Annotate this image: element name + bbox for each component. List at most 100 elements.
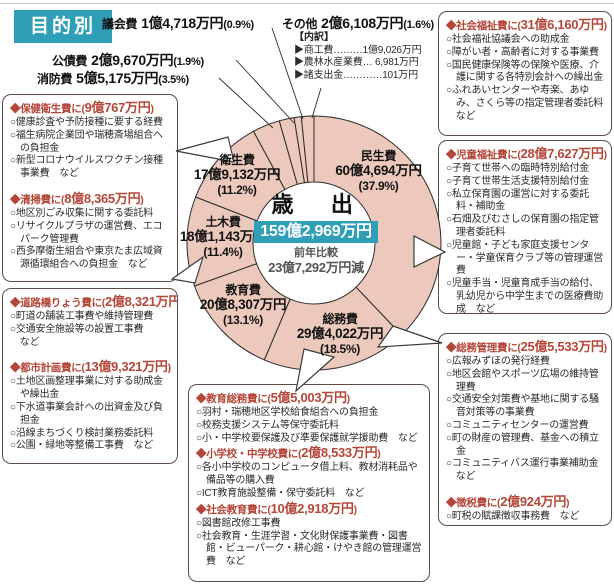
detail-item: ○子育て世帯への臨時特別給付金 <box>446 163 590 174</box>
slice-label-kyoiku: 教育費 20億8,307万円 (13.1%) <box>188 283 298 328</box>
section-header: ◆徴税費に(2億924万円) <box>446 493 570 509</box>
chart-center-delta: 23億7,292万円減 <box>268 260 364 275</box>
detail-item: ○児童手当・児童育成手当の給付、乳幼児から中学生までの医療費助成 など <box>446 278 603 314</box>
detail-item: ○ふれあいセンターや寿楽、あゆみ、さくら等の指定管理者委託料 <box>446 85 603 109</box>
detail-item: ○校務支援システム等保守委託料 <box>196 419 339 431</box>
section-header: ◆社会福祉費に(31億6,160万円) <box>446 17 607 32</box>
section-header: ◆総務管理費に(25億5,533万円) <box>446 339 607 354</box>
slice-percent: (13.1%) <box>223 313 263 327</box>
leader-line-shobohi <box>218 77 274 129</box>
detail-item: ○コミュニティバス運行事業補助金 <box>446 458 599 470</box>
section-header: ◆保健衛生費に(9億767万円) <box>10 100 154 115</box>
detail-item: ○西多摩衛生組合や東京たま広域資源循環組合への負担金 など <box>10 246 163 271</box>
detail-box-hoken-seisou: ◆保健衛生費に(9億767万円) ○健康診査や予防接種に要する経費○福生病院企業団… <box>2 94 178 282</box>
fee-percent: (3.5%) <box>158 74 189 86</box>
chart-center-title: 歳 出 <box>271 192 361 217</box>
section-header: ◆社会教育費に(10億2,918万円) <box>196 500 357 516</box>
pie-slice-8 <box>293 116 309 184</box>
detail-item: ○健康診査や予防接種に要する経費 <box>10 117 163 128</box>
detail-item: ○土地区画整理事業に対する助成金や繰出金 <box>10 376 163 401</box>
page-title: 目的別 <box>14 10 112 43</box>
fee-name: 公債費 <box>52 54 88 68</box>
detail-item: ○リサイクルプラザの運営費、エコパーク管理費 <box>10 220 163 245</box>
detail-item: など <box>446 471 476 483</box>
fee-name: 消防費 <box>37 72 73 86</box>
detail-item: など <box>446 110 476 122</box>
text-line: ▶諸支出金…………101万円 <box>294 70 418 82</box>
detail-item: ○障がい者・高齢者に対する事業費 <box>446 46 599 58</box>
detail-item: ○石畑及びむさしの保育園の指定管理者委託料 <box>446 214 599 238</box>
slice-name: 総務費 <box>322 312 358 326</box>
detail-section: ◆保健衛生費に(9億767万円) ○健康診査や予防接種に要する経費○福生病院企業団… <box>10 100 170 181</box>
fee-name: 議会費 <box>102 17 138 31</box>
slice-amount: 60億4,694万円 <box>335 163 422 178</box>
slice-label-minsei: 民生費 60億4,694万円 (37.9%) <box>316 149 441 194</box>
section-header: ◆道路橋りょう費に(2億8,321万円) <box>10 294 178 309</box>
section-header: ◆教育総務費に(5億5,003万円) <box>196 390 350 405</box>
detail-box-jidofukushi: ◆児童福祉費に(28億7,627万円)○子育て世帯への臨時特別給付金○子育て世帯… <box>438 140 612 314</box>
leader-line-sonota <box>311 87 322 119</box>
detail-section: ◆児童福祉費に(28億7,627万円)○子育て世帯への臨時特別給付金○子育て世帯… <box>446 146 607 314</box>
fee-name: その他 <box>282 17 318 31</box>
fee-value: 2億6,108万円 <box>321 15 404 31</box>
fee-percent: (1.6%) <box>403 19 434 31</box>
detail-section: ◆小学校・中学校費に(2億8,533万円)○各小中学校のコンピュータ借上料、教材… <box>196 445 422 500</box>
detail-section: ◆道路橋りょう費に(2億8,321万円)○町道の舗装工事費や維持管理費○交通安全… <box>10 294 178 349</box>
detail-item: ○沿線まちづくり検討業務委託料 <box>10 427 154 439</box>
section-header: ◆児童福祉費に(28億7,627万円) <box>446 146 607 161</box>
detail-item: ○私立保育園の運営に対する委託料・補助金 <box>446 188 590 213</box>
slice-amount: 20億8,307万円 <box>199 297 287 312</box>
detail-item: ○町の財産の管理費、基金への積立金 <box>446 432 599 457</box>
detail-section: ◆徴税費に(2億924万円)○町税の賦課徴収事務費 など <box>446 494 604 524</box>
detail-box-kyoiku: ◆教育総務費に(5億5,003万円) ○羽村・瑞穂地区学校給食組合への負担金○校務… <box>188 384 430 582</box>
detail-item: ○新型コロナウイルスワクチン接種事業費 など <box>10 155 163 180</box>
slice-name: 教育費 <box>225 283 261 297</box>
detail-item: ○小・中学校要保護及び準要保護就学援助費 など <box>196 432 418 444</box>
slice-amount: 17億9,132万円 <box>193 167 281 182</box>
detail-section: ◆社会福祉費に(31億6,160万円)○社会福祉協議会への助成金○障がい者・高齢… <box>446 17 607 124</box>
sonota-breakdown: 【内訳】 ▶商工費………1億9,026万円▶農林水産業費… 6,981万円▶諸支… <box>294 31 436 83</box>
text-line: ▶農林水産業費… 6,981万円 <box>294 57 419 69</box>
detail-section: ◆清掃費に(8億8,365万円)○地区別ごみ収集に関する委託料○リサイクルプラザ… <box>10 191 170 272</box>
detail-item: ○地区会館やスポーツ広場の維持管理費 <box>446 368 599 393</box>
detail-item: ○社会教育・生涯学習・文化財保護事業費・図書館・ビューパーク・耕心館・けやき館の… <box>196 530 422 568</box>
breakdown-title: 【内訳】 <box>294 32 334 43</box>
slice-label-eisei: 衛生費 17億9,132万円 (11.2%) <box>184 154 290 198</box>
text-line: ▶商工費………1億9,026万円 <box>294 44 422 56</box>
leader-line-kosaihi <box>235 59 295 124</box>
slice-percent: (18.5%) <box>320 342 360 356</box>
detail-box-shakaifukushi: ◆社会福祉費に(31億6,160万円)○社会福祉協議会への助成金○障がい者・高齢… <box>438 11 612 136</box>
detail-item: ○下水道事業会計への出資金及び負担金 <box>10 401 163 426</box>
breakdown-items: ▶商工費………1億9,026万円▶農林水産業費… 6,981万円▶諸支出金………… <box>294 45 436 83</box>
detail-box-somukanri-chozei: ◆総務管理費に(25億5,533万円) ○広報みずほの発行経費○地区会館やスポーツ… <box>438 333 612 526</box>
slice-amount: 29億4,022万円 <box>296 326 384 341</box>
section-header: ◆清掃費に(8億8,365万円) <box>10 190 144 206</box>
detail-item: ○国民健康保険等の保険や医療、介護に関する各特別会計への繰出金 <box>446 59 603 84</box>
detail-item: ○町道の舗装工事費や維持管理費 <box>10 311 154 322</box>
fee-percent: (1.9%) <box>173 56 204 68</box>
detail-section: ◆社会教育費に(10億2,918万円)○図書館改修工事費○社会教育・生涯学習・文… <box>196 501 422 569</box>
detail-section: ◆都市計画費に(13億9,321万円)○土地区画整理事業に対する助成金や繰出金○… <box>10 359 171 453</box>
slice-label-somu: 総務費 29億4,022万円 (18.5%) <box>282 312 398 357</box>
detail-item: ○各小中学校のコンピュータ借上料、教材消耗品や備品等の購入費 <box>196 462 418 487</box>
detail-item: ○広報みずほの発行経費 <box>446 356 550 367</box>
top-rule <box>0 3 614 4</box>
detail-item: ○町税の賦課徴収事務費 など <box>446 510 580 522</box>
detail-box-doro-toshikeikaku: ◆道路橋りょう費に(2億8,321万円)○町道の舗装工事費や維持管理費○交通安全… <box>2 288 178 464</box>
detail-item: ○地区別ごみ収集に関する委託料 <box>10 207 154 219</box>
detail-item: ○福生病院企業団や瑞穂斎場組合への負担金 <box>10 129 163 154</box>
section-header: ◆都市計画費に(13億9,321万円) <box>10 359 171 375</box>
detail-item: など <box>10 336 40 348</box>
detail-section: ◆総務管理費に(25億5,533万円) ○広報みずほの発行経費○地区会館やスポーツ… <box>446 339 607 484</box>
detail-item: ○羽村・瑞穂地区学校給食組合への負担金 <box>196 407 379 418</box>
detail-item: ○公園・緑地等整備工事費 など <box>10 440 154 452</box>
detail-item: ○児童館・子ども家庭支援センター・学童保育クラブ等の管理運営費 <box>446 239 603 277</box>
slice-name: 民生費 <box>360 149 397 163</box>
fee-value: 2億9,670万円 <box>91 52 174 68</box>
detail-item: ○交通安全対策費や基地に関する騒音対策等の事業費 <box>446 394 599 419</box>
